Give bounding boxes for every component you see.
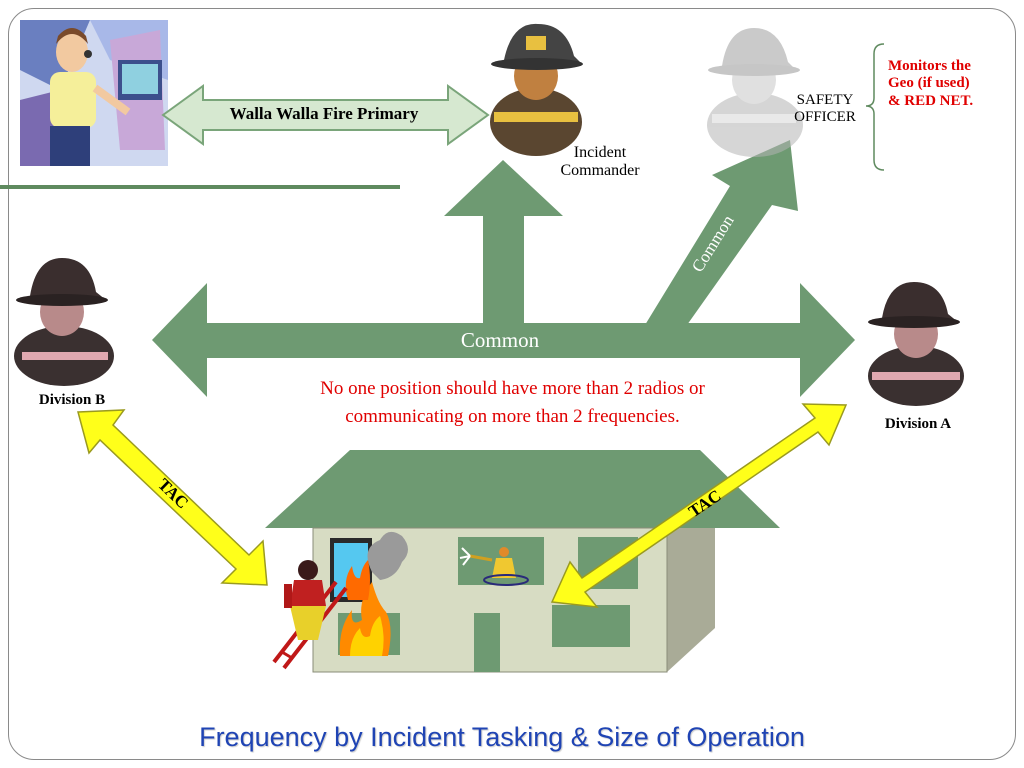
division-a-icon [868, 282, 964, 406]
incident-commander-label: Incident Commander [560, 144, 640, 180]
safety-officer-icon [707, 28, 803, 157]
ladder-firefighter-icon [272, 560, 348, 670]
burning-house [312, 527, 715, 673]
division-b-icon [14, 258, 114, 386]
common-arrows [152, 140, 855, 528]
tac-arrows [77, 403, 848, 608]
safety-officer-label: SAFETY OFFICER [794, 92, 856, 126]
division-a-label: Division A [884, 416, 952, 432]
note-bracket [865, 43, 885, 171]
slide-title: Frequency by Incident Tasking & Size of … [199, 722, 805, 752]
dispatcher-icon [20, 20, 168, 166]
primary-arrow-label: Walla Walla Fire Primary [229, 104, 419, 123]
safety-officer-note: Monitors the Geo (if used) & RED NET. [888, 58, 974, 109]
warning-note: No one position should have more than 2 … [320, 378, 705, 427]
primary-arrow [161, 84, 490, 146]
common-center-label: Common [460, 328, 540, 352]
division-b-label: Division B [38, 392, 106, 408]
incident-commander-icon [490, 23, 583, 156]
